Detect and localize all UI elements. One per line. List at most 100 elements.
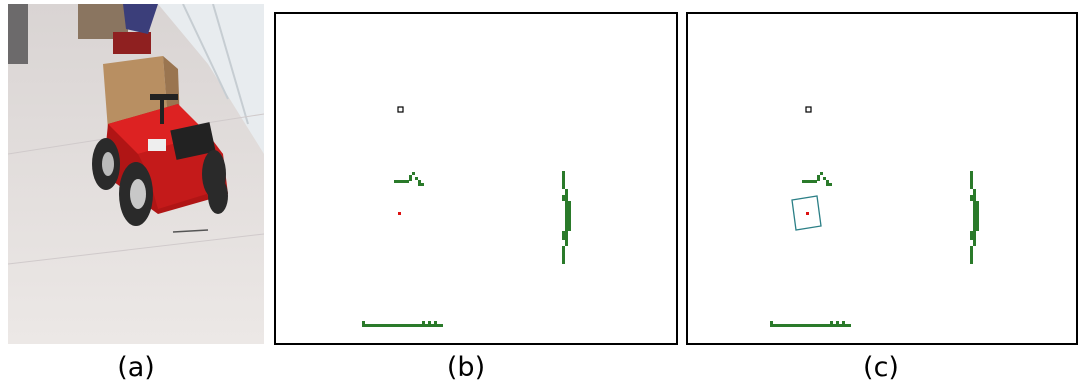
obstacle-point — [562, 180, 565, 183]
obstacle-point — [839, 324, 842, 327]
obstacle-point — [848, 324, 851, 327]
obstacle-point — [973, 216, 976, 219]
obstacle-point — [568, 228, 571, 231]
obstacle-point — [565, 237, 568, 240]
obstacle-point — [410, 324, 413, 327]
obstacle-point — [568, 207, 571, 210]
robot-footprint-box — [791, 195, 822, 231]
obstacle-point — [568, 225, 571, 228]
obstacle-point — [428, 324, 431, 327]
obstacle-point — [794, 324, 797, 327]
obstacle-point — [970, 261, 973, 264]
obstacle-point — [562, 255, 565, 258]
obstacle-point — [383, 324, 386, 327]
obstacle-point — [973, 198, 976, 201]
obstacle-point — [829, 183, 832, 186]
obstacle-point — [562, 249, 565, 252]
obstacle-point — [976, 204, 979, 207]
obstacle-point — [970, 177, 973, 180]
obstacle-point — [808, 180, 811, 183]
obstacle-point — [568, 204, 571, 207]
obstacle-point — [836, 321, 839, 324]
obstacle-point — [973, 222, 976, 225]
obstacle-point — [833, 324, 836, 327]
obstacle-point — [419, 324, 422, 327]
obstacle-point — [845, 324, 848, 327]
obstacle-point — [565, 243, 568, 246]
obstacle-point — [398, 324, 401, 327]
obstacle-point — [562, 261, 565, 264]
obstacle-point — [565, 222, 568, 225]
obstacle-point — [823, 177, 826, 180]
robot-photo — [8, 4, 264, 344]
obstacle-point — [562, 231, 565, 234]
obstacle-point — [785, 324, 788, 327]
obstacle-point — [395, 324, 398, 327]
obstacle-point — [970, 195, 973, 198]
obstacle-point — [415, 177, 418, 180]
obstacle-point — [973, 204, 976, 207]
obstacle-point — [562, 237, 565, 240]
obstacle-point — [820, 172, 823, 175]
obstacle-point — [565, 198, 568, 201]
obstacle-point — [365, 324, 368, 327]
obstacle-point — [565, 228, 568, 231]
obstacle-point — [434, 321, 437, 324]
obstacle-point — [409, 178, 412, 181]
obstacle-point — [440, 324, 443, 327]
obstacle-point — [404, 324, 407, 327]
obstacle-point — [422, 324, 425, 327]
obstacle-point — [565, 231, 568, 234]
obstacle-point — [973, 201, 976, 204]
obstacle-point — [392, 324, 395, 327]
obstacle-point — [973, 225, 976, 228]
obstacle-point — [565, 234, 568, 237]
obstacle-point — [412, 172, 415, 175]
obstacle-point — [770, 321, 773, 324]
obstacle-point — [973, 219, 976, 222]
obstacle-point — [565, 240, 568, 243]
obstacle-point — [970, 198, 973, 201]
obstacle-point — [788, 324, 791, 327]
obstacle-point — [431, 324, 434, 327]
obstacle-point — [406, 180, 409, 183]
obstacle-point — [407, 324, 410, 327]
obstacle-point — [403, 180, 406, 183]
obstacle-point — [973, 189, 976, 192]
obstacle-point — [970, 249, 973, 252]
obstacle-point — [815, 324, 818, 327]
obstacle-point — [973, 192, 976, 195]
obstacle-point — [562, 198, 565, 201]
obstacle-point — [394, 180, 397, 183]
obstacle-point — [562, 171, 565, 174]
obstacle-point — [568, 222, 571, 225]
obstacle-point — [821, 324, 824, 327]
obstacle-point — [976, 216, 979, 219]
occupancy-map-c — [686, 12, 1078, 345]
robot-position — [806, 212, 809, 215]
obstacle-point — [973, 243, 976, 246]
obstacle-point — [362, 324, 365, 327]
obstacle-point — [562, 246, 565, 249]
map-b-plot — [362, 106, 571, 327]
obstacle-point — [413, 324, 416, 327]
caption-b: (b) — [446, 352, 486, 383]
obstacle-point — [976, 219, 979, 222]
obstacle-point — [973, 207, 976, 210]
obstacle-point — [806, 324, 809, 327]
obstacle-point — [970, 252, 973, 255]
obstacle-point — [374, 324, 377, 327]
obstacle-point — [970, 234, 973, 237]
obstacle-point — [976, 222, 979, 225]
obstacle-point — [970, 255, 973, 258]
obstacle-point — [827, 324, 830, 327]
obstacle-point — [770, 324, 773, 327]
obstacle-point — [565, 195, 568, 198]
obstacle-point — [568, 216, 571, 219]
obstacle-point — [791, 324, 794, 327]
obstacle-point — [973, 237, 976, 240]
obstacle-point — [782, 324, 785, 327]
obstacle-point — [814, 180, 817, 183]
obstacle-point — [970, 171, 973, 174]
obstacle-point — [562, 177, 565, 180]
